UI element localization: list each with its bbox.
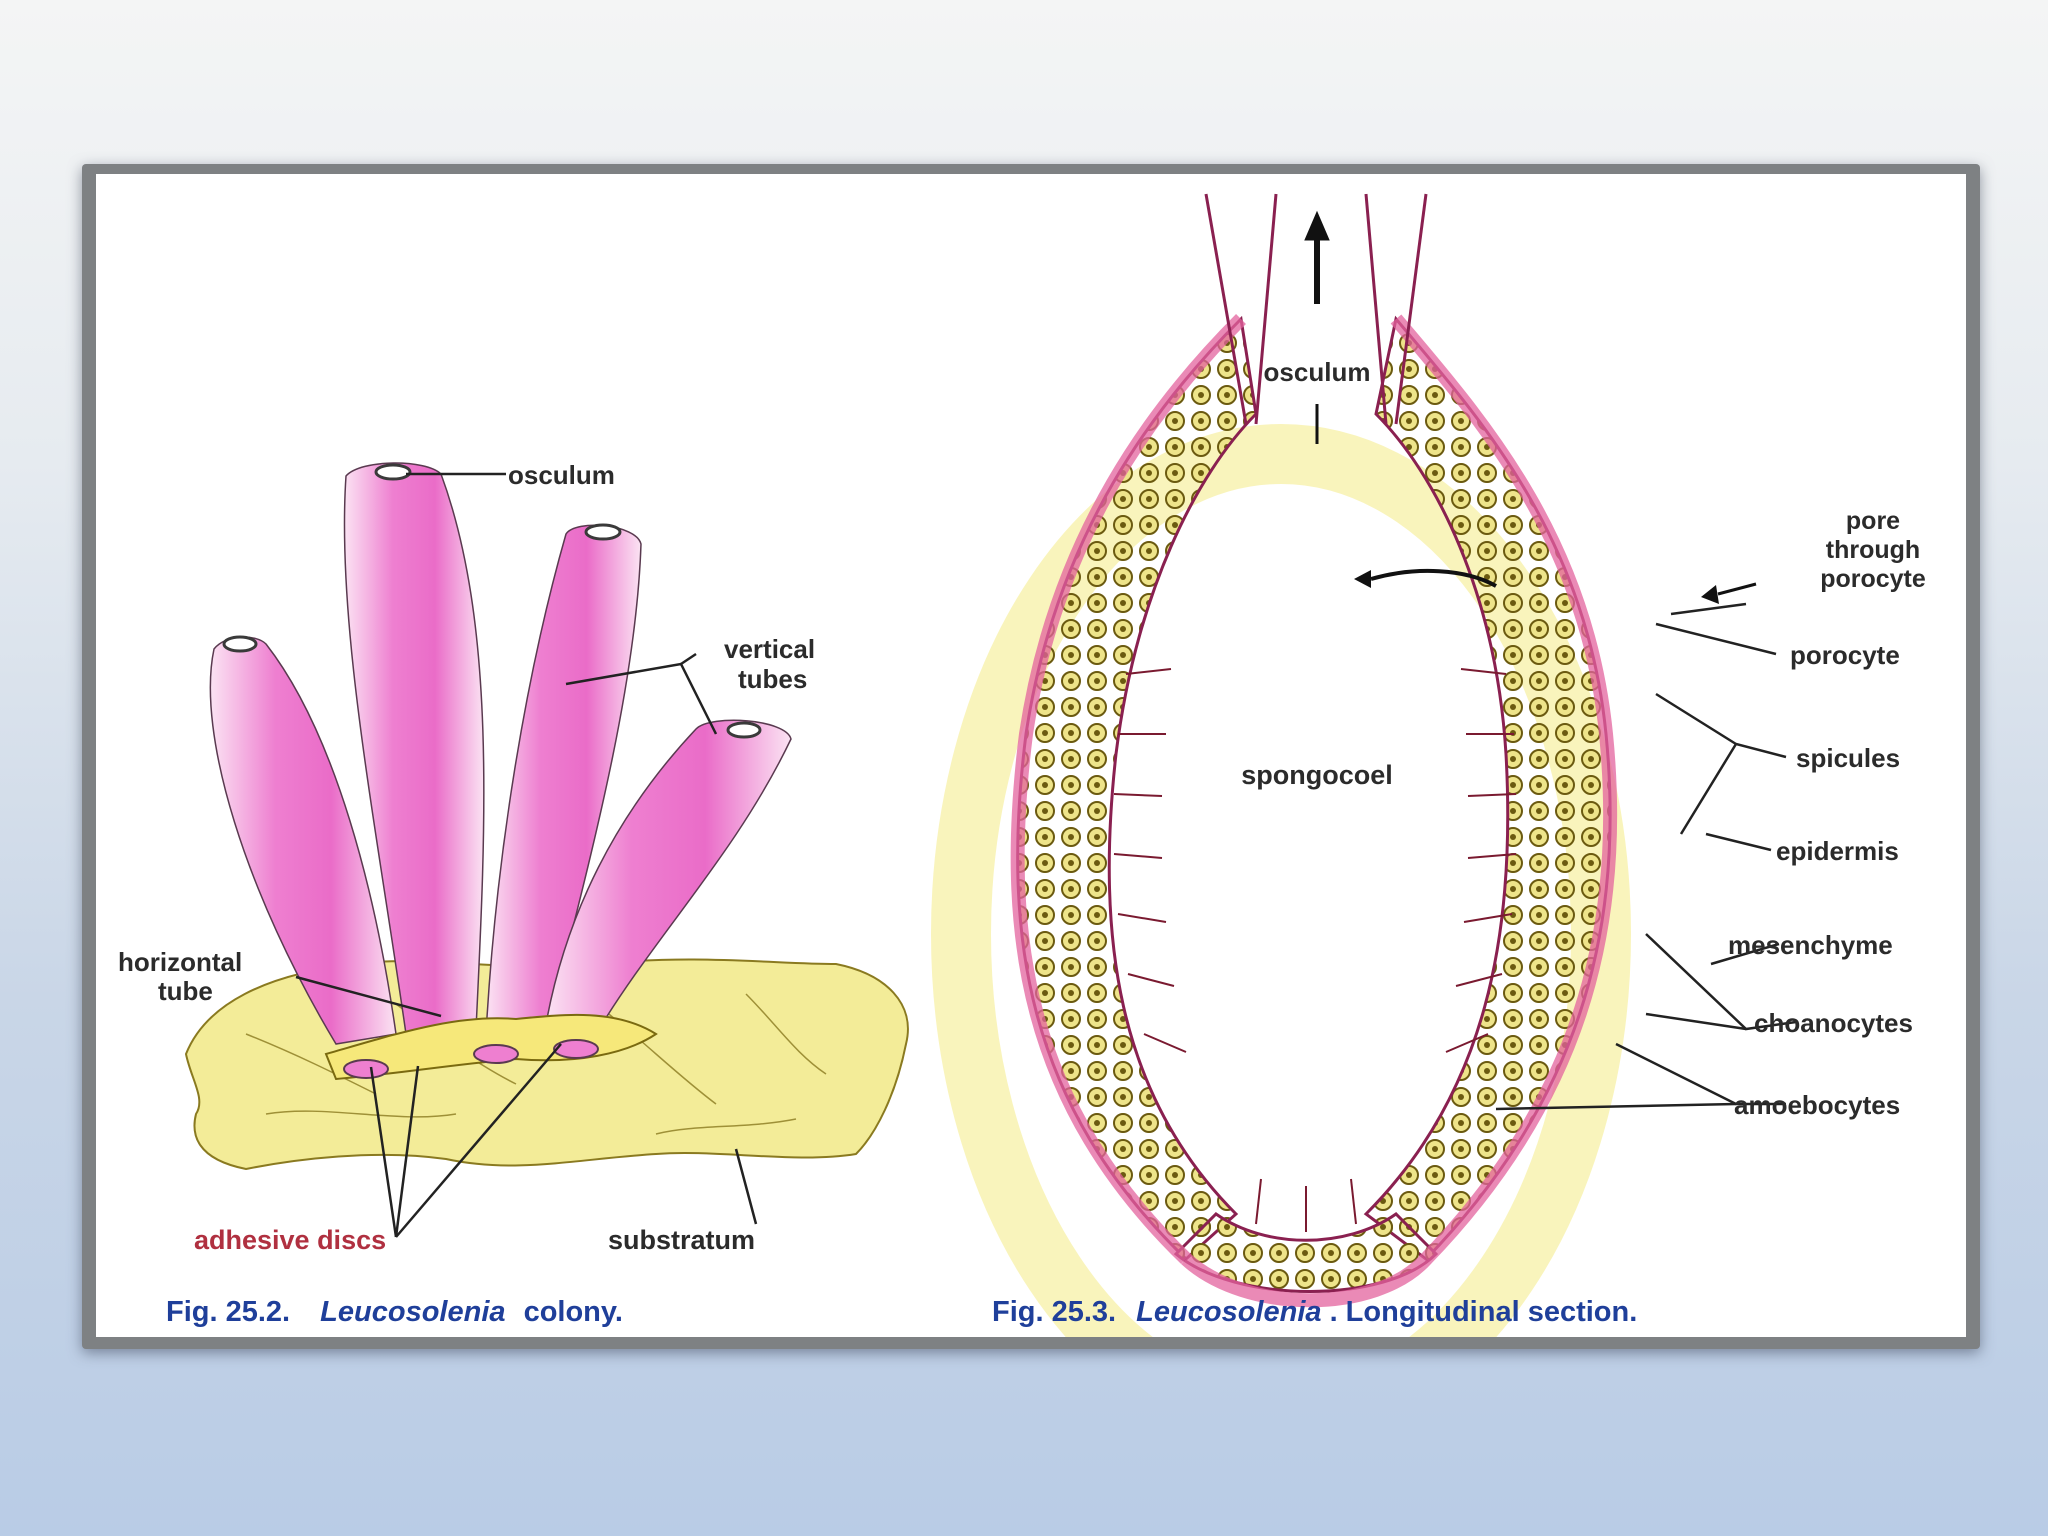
caption-section-prefix: Fig. 25.3. (992, 1296, 1116, 1328)
figure-panel: osculum vertical tubes horizontal tube a… (96, 174, 1966, 1337)
label-substratum: substratum (608, 1225, 755, 1255)
label-osculum-section: osculum (1264, 357, 1371, 387)
label-pore-1: pore (1846, 507, 1900, 535)
caption-colony-prefix: Fig. 25.2. (166, 1296, 290, 1328)
label-porocyte: porocyte (1790, 640, 1900, 670)
label-pore-3: porocyte (1820, 565, 1926, 593)
label-epidermis: epidermis (1776, 836, 1899, 866)
label-amoebocytes: amoebocytes (1734, 1090, 1900, 1120)
tube-1 (209, 636, 397, 1045)
label-spicules: spicules (1796, 743, 1900, 773)
figure-svg: osculum vertical tubes horizontal tube a… (118, 193, 1926, 1337)
label-mesenchyme: mesenchyme (1728, 930, 1893, 960)
caption-colony: Fig. 25.2. Leucosolenia colony. (166, 1296, 623, 1328)
caption-section-genus: Leucosolenia (1136, 1296, 1321, 1328)
tube-2 (343, 462, 485, 1035)
caption-colony-genus: Leucosolenia (320, 1296, 505, 1328)
slide-frame: osculum vertical tubes horizontal tube a… (82, 164, 1980, 1349)
label-pore-2: through (1826, 536, 1920, 564)
tube-4 (545, 719, 792, 1035)
label-adhesive-discs: adhesive discs (194, 1225, 386, 1255)
label-vertical-tubes-1: vertical (724, 634, 815, 664)
caption-colony-rest: colony. (524, 1296, 623, 1328)
caption-section: Fig. 25.3. Leucosolenia . Longitudinal s… (992, 1296, 1637, 1328)
vertical-tubes (209, 462, 792, 1045)
colony-figure: osculum vertical tubes horizontal tube a… (118, 460, 909, 1328)
label-horizontal-tube-1: horizontal (118, 947, 242, 977)
label-horizontal-tube-2: tube (158, 976, 213, 1006)
section-figure: osculum spongocoel (931, 193, 1926, 1337)
label-osculum-colony: osculum (508, 460, 615, 490)
caption-section-rest: . Longitudinal section. (1330, 1296, 1638, 1328)
label-vertical-tubes-2: tubes (738, 664, 807, 694)
label-choanocytes: choanocytes (1754, 1008, 1913, 1038)
label-spongocoel: spongocoel (1241, 760, 1393, 790)
